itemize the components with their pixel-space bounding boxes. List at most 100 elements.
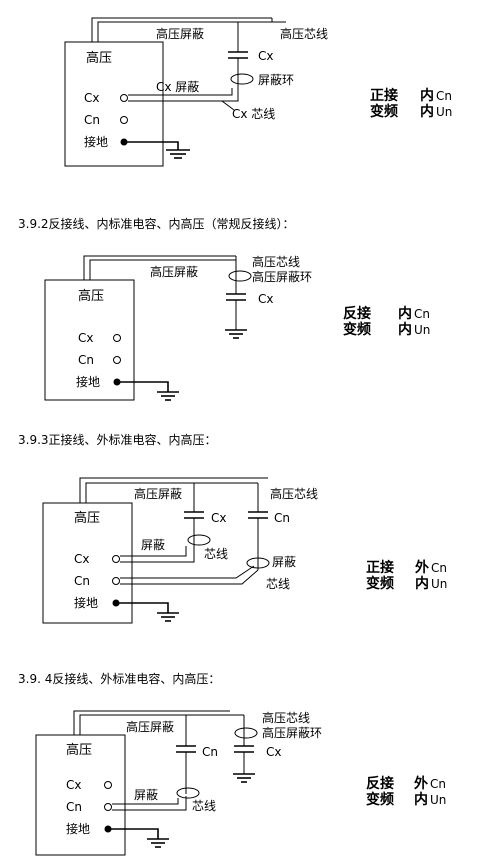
terminal-cn-label: Cn <box>66 800 82 814</box>
diagram-negative-external: 高压 高压屏蔽 高压芯线 高压屏蔽环 Cn 屏蔽 芯线 Cx Cx Cn <box>35 710 446 856</box>
hv-shield-ring-label: 高压屏蔽环 <box>252 269 312 284</box>
hv-shield-wire <box>79 477 268 503</box>
hv-core-label: 高压芯线 <box>252 254 300 269</box>
box-label: 高压 <box>66 742 92 758</box>
terminal-cn <box>120 116 128 124</box>
diagram-positive-internal: 高压 高压屏蔽 高压芯线 Cx 屏蔽环 Cx Cx 屏蔽 Cx 芯线 Cn 接地 <box>64 17 452 167</box>
terminal-cn-label: Cn <box>84 113 100 127</box>
ground-icon <box>147 838 169 848</box>
mode2-val: Un <box>414 323 430 337</box>
hv-core-label: 高压芯线 <box>262 710 310 725</box>
mode2-loc: 内 <box>398 321 412 338</box>
core-b-label: 芯线 <box>266 577 290 591</box>
mode1-loc: 内 <box>420 87 434 104</box>
diagram-negative-internal: 高压 高压屏蔽 高压芯线 高压屏蔽环 Cx Cx Cn 接地 反接 内 Cn <box>44 254 430 401</box>
instrument-box <box>35 734 126 856</box>
hv-shield-label: 高压屏蔽 <box>150 264 198 279</box>
mode2-val: Un <box>431 577 447 591</box>
core-a-label: 芯线 <box>204 547 228 561</box>
mode1-val: Cn <box>436 89 452 103</box>
shield-ring-a <box>187 534 211 546</box>
mode1-name: 反接 <box>366 775 394 792</box>
mode2-loc: 内 <box>415 575 429 592</box>
terminal-cn-label: Cn <box>78 353 94 367</box>
shield-ring <box>176 787 200 799</box>
terminal-cx <box>113 334 121 342</box>
instrument-box <box>64 41 164 167</box>
cx-label: Cx <box>211 511 226 525</box>
mode2-name: 变频 <box>343 321 371 338</box>
shield-ring <box>230 73 254 85</box>
ground-icon <box>157 612 179 622</box>
mode1-val: Cn <box>414 307 430 321</box>
terminal-cx-label: Cx <box>66 778 81 792</box>
terminal-cn <box>113 356 121 364</box>
terminal-ground-label: 接地 <box>84 134 108 149</box>
caption-3-9-3: 3.9.3正接线、外标准电容、内高压： <box>18 432 217 447</box>
cx-label: Cx <box>258 292 273 306</box>
terminal-ground-label: 接地 <box>66 821 90 836</box>
ground-icon <box>166 149 190 159</box>
mode1-name: 正接 <box>366 559 394 576</box>
hv-shield-wire <box>73 710 230 735</box>
hv-core-label: 高压芯线 <box>270 486 318 501</box>
hv-core-wire <box>85 482 258 503</box>
box-label: 高压 <box>86 50 112 66</box>
terminal-ground-label: 接地 <box>74 595 98 610</box>
hv-shield-label: 高压屏蔽 <box>134 486 182 501</box>
cx-label: Cx <box>258 49 273 63</box>
hv-shield-label: 高压屏蔽 <box>126 719 174 734</box>
mode1-val: Cn <box>431 561 447 575</box>
terminal-cx <box>112 555 120 563</box>
ground-icon <box>233 773 255 783</box>
mode1-name: 正接 <box>370 87 398 104</box>
terminal-cx <box>104 781 112 789</box>
hv-core-wire <box>97 21 286 42</box>
hv-core-wire <box>89 259 236 280</box>
hv-shield-wire <box>83 255 236 280</box>
hv-shield-ring-label: 高压屏蔽环 <box>262 725 322 740</box>
mode2-name: 变频 <box>366 575 394 592</box>
caption-3-9-4: 3.9. 4反接线、外标准电容、内高压： <box>18 671 220 686</box>
shield-a-label: 屏蔽 <box>141 538 165 552</box>
mode2-loc: 内 <box>414 791 428 808</box>
cn-label: Cn <box>274 511 290 525</box>
shield-label: 屏蔽 <box>134 788 158 802</box>
cn-label: Cn <box>202 745 218 759</box>
box-label: 高压 <box>78 288 104 304</box>
mode2-name: 变频 <box>370 103 398 120</box>
shield-ring-b <box>246 557 270 569</box>
hv-shield-wire <box>91 17 272 42</box>
hv-core-wire <box>79 714 244 735</box>
mode2-val: Un <box>436 105 452 119</box>
terminal-cn-label: Cn <box>74 574 90 588</box>
hv-shield-ring <box>234 727 258 739</box>
instrument-box <box>44 279 135 401</box>
terminal-cx-label: Cx <box>78 331 93 345</box>
terminal-cx <box>120 94 128 102</box>
diagram-positive-external: 高压 高压屏蔽 高压芯线 Cx 屏蔽 芯线 Cn 屏蔽 芯线 Cx Cn <box>42 477 447 624</box>
shield-ring <box>228 270 252 282</box>
hv-shield-label: 高压屏蔽 <box>156 26 204 41</box>
terminal-cx-label: Cx <box>84 91 99 105</box>
mode1-loc: 外 <box>414 775 428 792</box>
cx-shield-label: Cx 屏蔽 <box>156 80 199 94</box>
shield-b-label: 屏蔽 <box>272 555 296 569</box>
caption-3-9-2: 3.9.2反接线、内标准电容、内高压（常规反接线）： <box>18 216 295 231</box>
mode1-loc: 外 <box>415 559 429 576</box>
terminal-cn <box>104 803 112 811</box>
mode2-loc: 内 <box>420 103 434 120</box>
cx-label: Cx <box>266 745 281 759</box>
mode1-val: Cn <box>430 777 446 791</box>
mode1-loc: 内 <box>398 305 412 322</box>
terminal-ground-label: 接地 <box>76 374 100 389</box>
mode2-val: Un <box>430 793 446 807</box>
terminal-cn <box>112 577 120 585</box>
core-label: 芯线 <box>192 799 216 813</box>
terminal-cx-label: Cx <box>74 552 89 566</box>
mode2-name: 变频 <box>366 791 394 808</box>
box-label: 高压 <box>74 510 100 526</box>
ground-icon <box>225 329 247 339</box>
cx-core-label: Cx 芯线 <box>232 107 275 121</box>
